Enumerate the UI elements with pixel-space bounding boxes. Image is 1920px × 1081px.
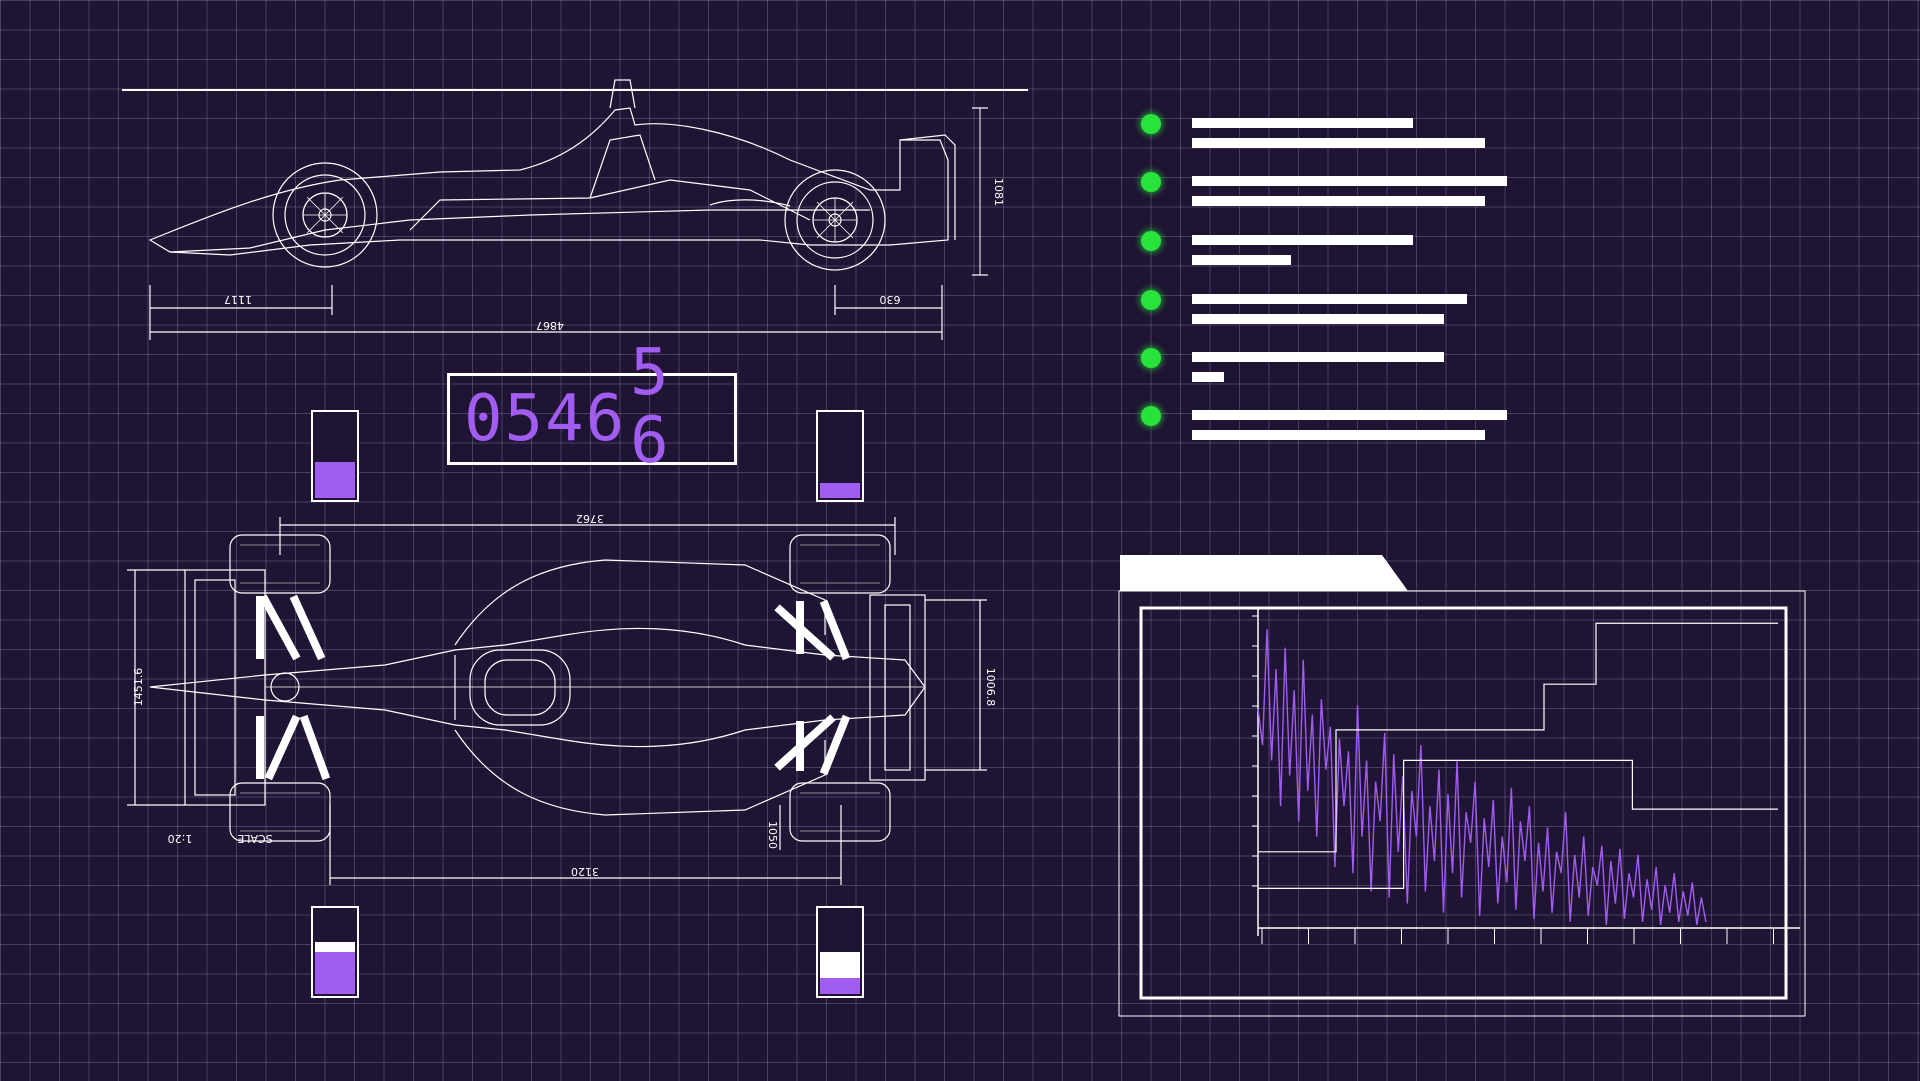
gauge-marker xyxy=(820,952,860,978)
chart-inner-frame xyxy=(1139,606,1788,1000)
gauge-fill xyxy=(315,951,355,994)
status-bar-secondary xyxy=(1192,372,1224,382)
counter-rolling-digit: 5 6 xyxy=(630,336,670,478)
dim-rear-overhang: 630 xyxy=(880,293,901,306)
chart-plot-area xyxy=(1252,608,1800,944)
tire-gauge-rear-right xyxy=(816,906,864,998)
dim-width-right: 1006.8 xyxy=(984,668,997,707)
status-bar-secondary xyxy=(1192,430,1485,440)
chart-step-line xyxy=(1258,622,1778,853)
side-view-blueprint: 1081 1117 630 4867 xyxy=(122,79,1028,340)
scale-value: 1:20 xyxy=(168,832,193,845)
status-bar-secondary xyxy=(1192,314,1444,324)
counter-rolling-bottom: 6 xyxy=(630,404,671,478)
status-row xyxy=(1140,406,1660,446)
status-ok-icon xyxy=(1141,114,1161,134)
gauge-fill xyxy=(315,461,355,498)
tire-gauge-front-right xyxy=(816,410,864,502)
scale-label: SCALE xyxy=(237,832,272,845)
status-bar-secondary xyxy=(1192,255,1291,265)
status-bar-primary xyxy=(1192,176,1507,186)
dim-wheel-offset: 1050 xyxy=(766,821,779,849)
status-bar-secondary xyxy=(1192,138,1485,148)
dim-track-front: 3762 xyxy=(576,512,604,525)
status-row xyxy=(1140,348,1660,388)
dim-length: 4867 xyxy=(536,319,564,332)
dim-height: 1081 xyxy=(992,178,1005,206)
status-ok-icon xyxy=(1141,348,1161,368)
gauge-marker xyxy=(315,942,355,952)
chart-panel-tab xyxy=(1120,555,1408,591)
dim-wheelbase: 3120 xyxy=(571,865,599,878)
status-bar-primary xyxy=(1192,410,1507,420)
odometer-counter: 0 5 4 6 5 6 xyxy=(447,336,737,478)
counter-digit: 0 xyxy=(464,382,505,456)
status-ok-icon xyxy=(1141,406,1161,426)
tire-gauge-rear-left xyxy=(311,906,359,998)
counter-digit: 5 xyxy=(504,382,546,456)
chart-step-line xyxy=(1258,759,1778,889)
gauge-fill xyxy=(820,976,860,994)
status-bar-primary xyxy=(1192,235,1413,245)
counter-rolling-top: 5 xyxy=(630,336,671,410)
status-ok-icon xyxy=(1141,172,1161,192)
chart-series-line xyxy=(1257,629,1707,926)
status-bar-primary xyxy=(1192,352,1444,362)
status-row xyxy=(1140,290,1660,330)
status-bar-primary xyxy=(1192,118,1413,128)
counter-digit: 6 xyxy=(585,382,627,456)
dim-front-overhang: 1117 xyxy=(224,293,252,306)
top-view-blueprint: 3762 1451.6 1006.8 1050 3120 SCALE 1:20 xyxy=(127,512,997,885)
status-row xyxy=(1140,231,1660,271)
status-ok-icon xyxy=(1141,290,1161,310)
status-row xyxy=(1140,172,1660,212)
gauge-fill xyxy=(820,482,860,498)
chart-panel xyxy=(1118,590,1806,1017)
tire-gauge-front-left xyxy=(311,410,359,502)
counter-digit: 4 xyxy=(545,382,586,456)
dim-width-left: 1451.6 xyxy=(132,668,145,707)
status-bar-secondary xyxy=(1192,196,1485,206)
status-bar-primary xyxy=(1192,294,1467,304)
status-row xyxy=(1140,114,1660,154)
status-ok-icon xyxy=(1141,231,1161,251)
chart-outer-frame xyxy=(1118,590,1806,1017)
